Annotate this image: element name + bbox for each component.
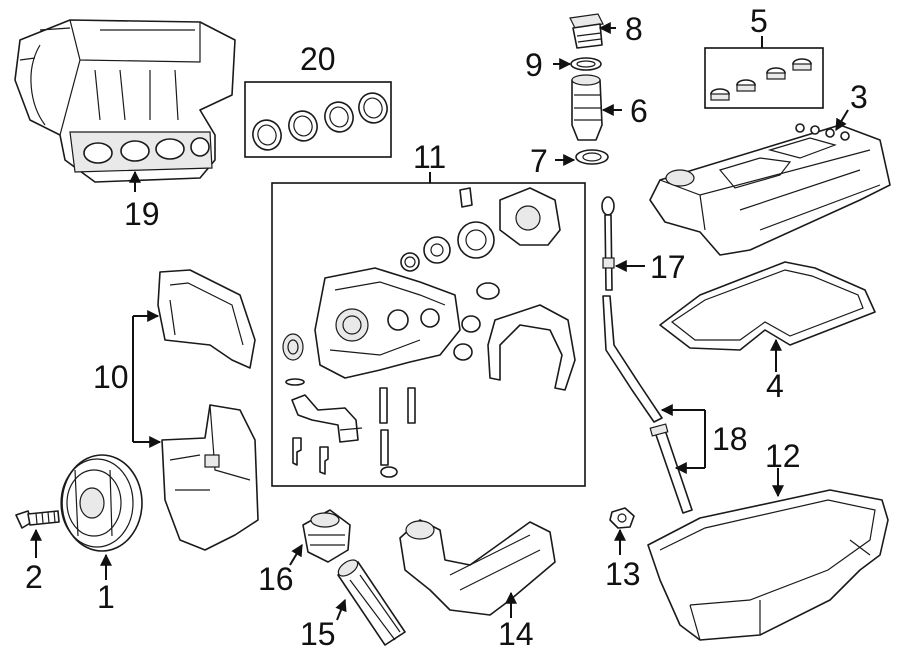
callout-2: 2 <box>25 559 43 595</box>
part-19-intake-manifold[interactable] <box>14 19 236 183</box>
callout-12: 12 <box>765 438 801 474</box>
callout-labels: 19 20 8 9 6 7 5 3 11 17 4 10 18 12 13 2 … <box>25 3 868 652</box>
callout-8: 8 <box>625 11 643 47</box>
callout-18: 18 <box>712 421 748 457</box>
callout-7: 7 <box>530 143 548 179</box>
part-5-seal-set[interactable] <box>704 47 824 109</box>
part-14-oil-filter-housing[interactable] <box>399 519 556 616</box>
callout-4: 4 <box>766 368 784 404</box>
part-2-bolt[interactable] <box>15 510 60 529</box>
callout-6: 6 <box>630 93 648 129</box>
callout-20: 20 <box>300 41 336 77</box>
part-11-oil-pump-assembly[interactable] <box>271 182 586 487</box>
part-1-crankshaft-pulley[interactable] <box>60 454 143 552</box>
part-7-seal[interactable] <box>575 149 609 165</box>
part-6-filler-tube-adapter[interactable] <box>571 74 603 141</box>
callout-19: 19 <box>124 196 160 232</box>
part-9-seal[interactable] <box>570 57 602 71</box>
callout-10: 10 <box>93 359 129 395</box>
part-10-timing-cover-upper[interactable] <box>157 269 256 369</box>
callout-9: 9 <box>525 47 543 83</box>
part-17-dipstick[interactable] <box>601 196 615 291</box>
callout-5: 5 <box>750 3 768 39</box>
part-18-dipstick-tube[interactable] <box>602 295 693 514</box>
part-20-gasket-set[interactable] <box>244 81 392 158</box>
callout-11: 11 <box>413 139 446 175</box>
part-8-oil-filler-cap[interactable] <box>569 13 604 49</box>
part-10-timing-cover-lower[interactable] <box>161 404 259 551</box>
leader-lines <box>30 22 849 621</box>
part-3-valve-cover[interactable] <box>649 123 891 256</box>
part-15-oil-filter[interactable] <box>336 557 406 646</box>
part-4-valve-cover-gasket[interactable] <box>659 261 876 351</box>
part-12-oil-pan[interactable] <box>647 489 889 641</box>
callout-3: 3 <box>850 79 868 115</box>
part-13-drain-plug[interactable] <box>609 507 635 529</box>
callout-13: 13 <box>605 556 641 592</box>
callout-14: 14 <box>498 616 534 652</box>
callout-1: 1 <box>97 579 115 615</box>
callout-15: 15 <box>300 616 336 652</box>
callout-16: 16 <box>258 561 294 597</box>
part-16-oil-filter-cap[interactable] <box>302 509 351 563</box>
callout-17: 17 <box>650 249 686 285</box>
